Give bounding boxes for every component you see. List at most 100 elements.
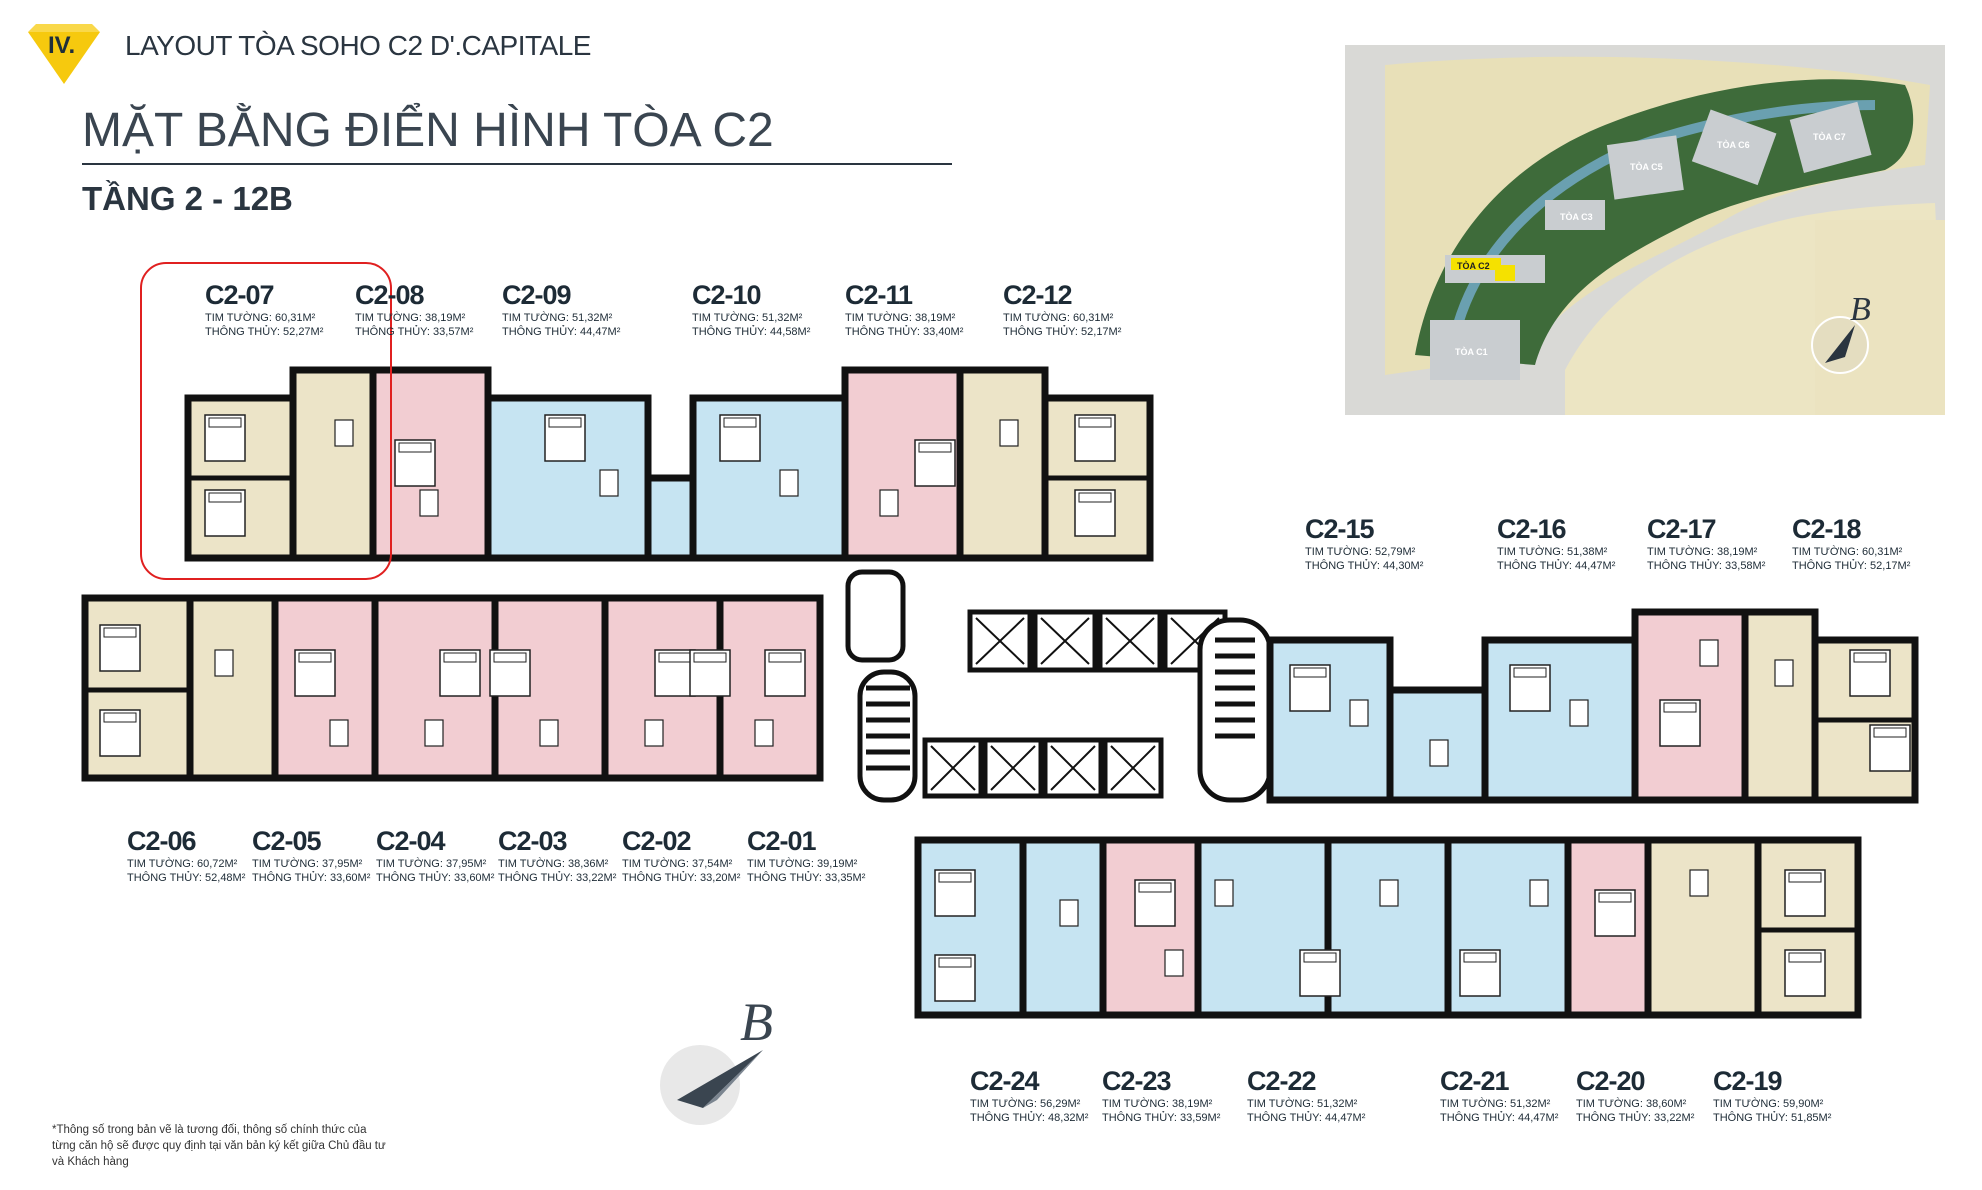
table-icon (754, 719, 774, 747)
table-icon (1774, 659, 1794, 687)
unit-clear-area: THÔNG THỦY: 52,48M² (127, 872, 246, 884)
unit-clear-area: THÔNG THỦY: 44,58M² (692, 326, 811, 338)
unit-clear-area: THÔNG THỦY: 33,57M² (355, 326, 474, 338)
elevator-cross (1050, 745, 1096, 791)
site-map: TÒA C5 TÒA C6 TÒA C7 TÒA C3 TÒA C2 TÒA C… (1345, 45, 1945, 415)
pillow-icon (208, 492, 242, 503)
pillow-icon (1078, 492, 1112, 503)
unit-wall-area: TIM TƯỜNG: 60,72M² (127, 858, 238, 870)
unit-wall-area: TIM TƯỜNG: 51,32M² (1440, 1098, 1551, 1110)
apartment-block (371, 594, 499, 782)
table-icon (424, 719, 444, 747)
elevator-cross (990, 745, 1036, 791)
elevator-cross (1110, 745, 1156, 791)
compass-icon: B (660, 992, 773, 1125)
unit-clear-area: THÔNG THỦY: 33,22M² (498, 872, 617, 884)
bed-icon (1074, 489, 1116, 537)
unit-wall-area: TIM TƯỜNG: 39,19M² (747, 858, 858, 870)
unit-wall-area: TIM TƯỜNG: 38,60M² (1576, 1098, 1687, 1110)
table-icon (779, 469, 799, 497)
table-icon (1689, 869, 1709, 897)
unit-code: C2-18 (1792, 514, 1862, 544)
bed-icon (934, 954, 976, 1002)
elevator-cross (930, 745, 976, 791)
pillow-icon (1303, 952, 1337, 963)
table-icon (329, 719, 349, 747)
table-icon (644, 719, 664, 747)
bed-icon (1784, 949, 1826, 997)
elevator-cross (1105, 617, 1155, 665)
unit-code: C2-11 (845, 280, 913, 310)
bed-icon (394, 439, 436, 487)
compass-north-label: B (740, 992, 773, 1052)
table-icon (599, 469, 619, 497)
table-icon (1349, 699, 1369, 727)
apartment-block (1481, 636, 1639, 804)
apartment-block (1099, 836, 1202, 1019)
unit-clear-area: THÔNG THỦY: 48,32M² (970, 1112, 1089, 1124)
unit-code: C2-17 (1647, 514, 1717, 544)
bed-icon (294, 649, 336, 697)
unit-code: C2-06 (127, 826, 197, 856)
map-building-label: TÒA C5 (1630, 161, 1663, 172)
pillow-icon (1138, 882, 1172, 893)
apartment-block (1019, 836, 1107, 1019)
pillow-icon (548, 417, 582, 428)
unit-code: C2-09 (502, 280, 572, 310)
map-building-label: TÒA C7 (1813, 131, 1846, 142)
bed-icon (654, 649, 696, 697)
unit-wall-area: TIM TƯỜNG: 51,32M² (692, 312, 803, 324)
table-icon (1569, 699, 1589, 727)
unit-wall-area: TIM TƯỜNG: 52,79M² (1305, 546, 1416, 558)
table-icon (1214, 879, 1234, 907)
unit-code: C2-07 (205, 280, 275, 310)
unit-clear-area: THÔNG THỦY: 52,27M² (205, 326, 324, 338)
section-badge-diamond (28, 24, 100, 84)
unit-clear-area: THÔNG THỦY: 44,47M² (1440, 1112, 1559, 1124)
pillow-icon (693, 652, 727, 663)
unit-code: C2-02 (622, 826, 692, 856)
unit-clear-area: THÔNG THỦY: 33,22M² (1576, 1112, 1695, 1124)
pillow-icon (938, 957, 972, 968)
pillow-icon (1598, 892, 1632, 903)
pillow-icon (1513, 667, 1547, 678)
unit-clear-area: THÔNG THỦY: 33,40M² (845, 326, 964, 338)
unit-wall-area: TIM TƯỜNG: 37,54M² (622, 858, 733, 870)
unit-wall-area: TIM TƯỜNG: 37,95M² (376, 858, 487, 870)
unit-code: C2-08 (355, 280, 425, 310)
unit-wall-area: TIM TƯỜNG: 59,90M² (1713, 1098, 1824, 1110)
apartment-block (1741, 608, 1819, 804)
bed-icon (204, 414, 246, 462)
table-icon (1164, 949, 1184, 977)
bed-icon (204, 489, 246, 537)
map-north-label: B (1850, 291, 1871, 328)
unit-wall-area: TIM TƯỜNG: 56,29M² (970, 1098, 1081, 1110)
bed-icon (439, 649, 481, 697)
pillow-icon (1788, 872, 1822, 883)
pillow-icon (918, 442, 952, 453)
bed-icon (1659, 699, 1701, 747)
elevator-cross (975, 617, 1025, 665)
unit-wall-area: TIM TƯỜNG: 51,32M² (502, 312, 613, 324)
pillow-icon (1788, 952, 1822, 963)
unit-code: C2-15 (1305, 514, 1375, 544)
pillow-icon (443, 652, 477, 663)
table-icon (879, 489, 899, 517)
pillow-icon (208, 417, 242, 428)
pillow-icon (398, 442, 432, 453)
bed-icon (689, 649, 731, 697)
unit-wall-area: TIM TƯỜNG: 38,19M² (1647, 546, 1758, 558)
unit-code: C2-01 (747, 826, 817, 856)
bed-icon (489, 649, 531, 697)
table-icon (334, 419, 354, 447)
bed-icon (99, 624, 141, 672)
